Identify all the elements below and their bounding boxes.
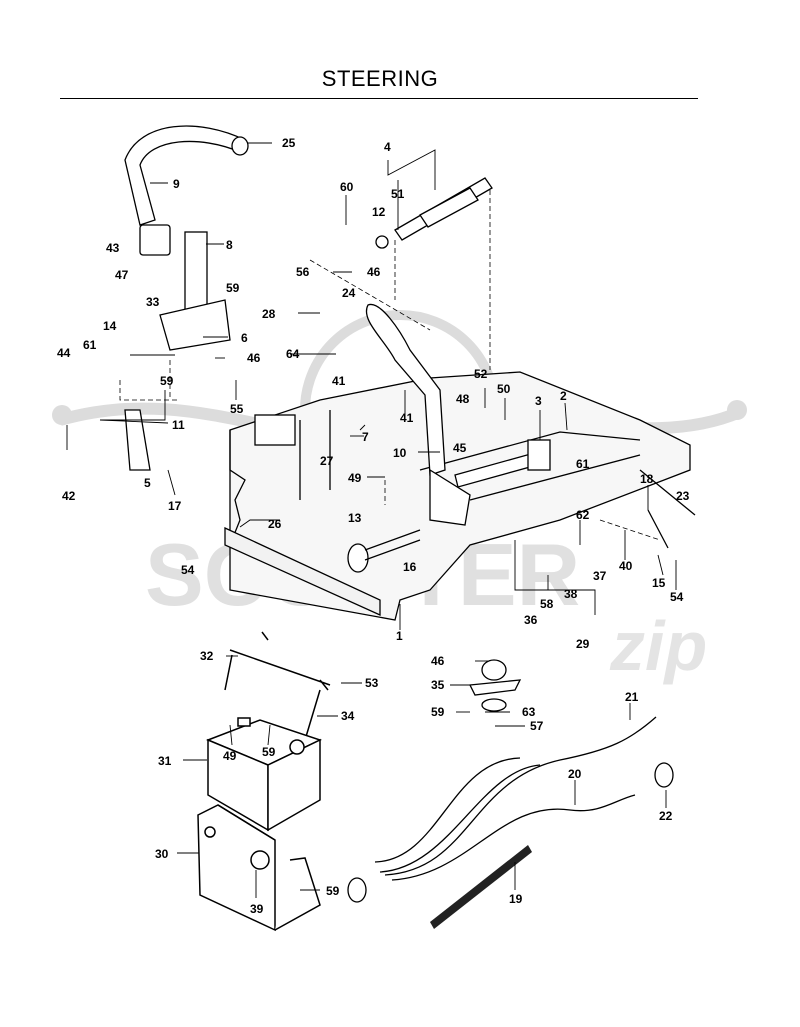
callout-21: 21: [625, 690, 639, 704]
battery-tray: [197, 804, 321, 932]
callout-38: 38: [564, 587, 578, 601]
callout-28: 28: [262, 307, 276, 321]
callout-46c: 46: [431, 654, 445, 668]
callout-54: 54: [181, 563, 195, 577]
callout-5: 5: [144, 476, 151, 490]
gas-spring: [375, 177, 493, 249]
page-title: STEERING: [321, 66, 439, 91]
knob-and-bolt: [347, 529, 421, 573]
callout-17: 17: [168, 499, 182, 513]
dashed-alignment-lines: [119, 190, 661, 541]
callout-56: 56: [296, 265, 310, 279]
callout-41: 41: [332, 374, 346, 388]
callout-37: 37: [593, 569, 607, 583]
callout-46: 46: [367, 265, 381, 279]
callout-4: 4: [384, 140, 391, 154]
callout-49b: 49: [223, 749, 237, 763]
callout-32: 32: [200, 649, 214, 663]
callout-60: 60: [340, 180, 354, 194]
callout-59d: 59: [262, 745, 276, 759]
callout-11: 11: [172, 418, 185, 432]
callout-61b: 61: [576, 457, 590, 471]
callout-12: 12: [372, 205, 386, 219]
steering-arm-center: [365, 303, 471, 526]
callout-57: 57: [530, 719, 544, 733]
callout-59: 59: [226, 281, 240, 295]
right-shaft-assembly: [454, 439, 696, 549]
callout-62: 62: [576, 508, 590, 522]
callout-59c: 59: [431, 705, 445, 719]
callout-16: 16: [403, 560, 417, 574]
callout-30: 30: [155, 847, 169, 861]
callout-18: 18: [640, 472, 654, 486]
callout-7: 7: [362, 430, 369, 444]
callout-42: 42: [62, 489, 76, 503]
callout-54b: 54: [670, 590, 684, 604]
callout-9: 9: [173, 177, 180, 191]
callout-50: 50: [497, 382, 511, 396]
callout-19: 19: [509, 892, 523, 906]
leader-lines: [66, 142, 677, 898]
callout-44: 44: [57, 346, 71, 360]
callout-22: 22: [659, 809, 673, 823]
callout-59b: 59: [160, 374, 174, 388]
callout-15: 15: [652, 576, 666, 590]
callout-20: 20: [568, 767, 582, 781]
callout-3: 3: [535, 394, 542, 408]
callout-27: 27: [320, 454, 334, 468]
battery: [205, 717, 322, 832]
battery-cables: [347, 716, 674, 903]
callout-51: 51: [391, 187, 405, 201]
callout-26: 26: [268, 517, 282, 531]
callout-23: 23: [676, 489, 690, 503]
callout-13: 13: [348, 511, 362, 525]
watermark-word-2: zip: [609, 607, 707, 685]
battery-hold-down: [224, 631, 331, 741]
callout-34: 34: [341, 709, 355, 723]
callout-64: 64: [286, 347, 300, 361]
title-rule: [60, 98, 698, 99]
callout-33: 33: [146, 295, 160, 309]
callout-labels: 25 9 4 60 51 12 43 8 47 56 46 59 28 24 3…: [57, 136, 690, 916]
callout-35: 35: [431, 678, 445, 692]
callout-40: 40: [619, 559, 633, 573]
callout-49: 49: [348, 471, 362, 485]
callout-59e: 59: [326, 884, 340, 898]
callout-41b: 41: [400, 411, 414, 425]
isolator-mount: [468, 659, 522, 712]
callout-14: 14: [103, 319, 117, 333]
callout-39: 39: [250, 902, 264, 916]
callout-45: 45: [453, 441, 467, 455]
callout-24: 24: [342, 286, 356, 300]
callout-55: 55: [230, 402, 244, 416]
callout-63: 63: [522, 705, 536, 719]
callout-48: 48: [456, 392, 470, 406]
callout-47: 47: [115, 268, 129, 282]
callout-43: 43: [106, 241, 120, 255]
callout-52: 52: [474, 367, 488, 381]
callout-58: 58: [540, 597, 554, 611]
callout-36: 36: [524, 613, 538, 627]
callout-25: 25: [282, 136, 296, 150]
callout-8: 8: [226, 238, 233, 252]
callout-10: 10: [393, 446, 407, 460]
callout-31: 31: [158, 754, 172, 768]
callout-61: 61: [83, 338, 97, 352]
cable-sleeve: [430, 845, 532, 929]
callout-1: 1: [396, 629, 403, 643]
callout-53: 53: [365, 676, 379, 690]
callout-29: 29: [576, 637, 590, 651]
callout-6: 6: [241, 331, 248, 345]
callout-46b: 46: [247, 351, 261, 365]
callout-2: 2: [560, 389, 567, 403]
steering-lever: [124, 125, 249, 471]
